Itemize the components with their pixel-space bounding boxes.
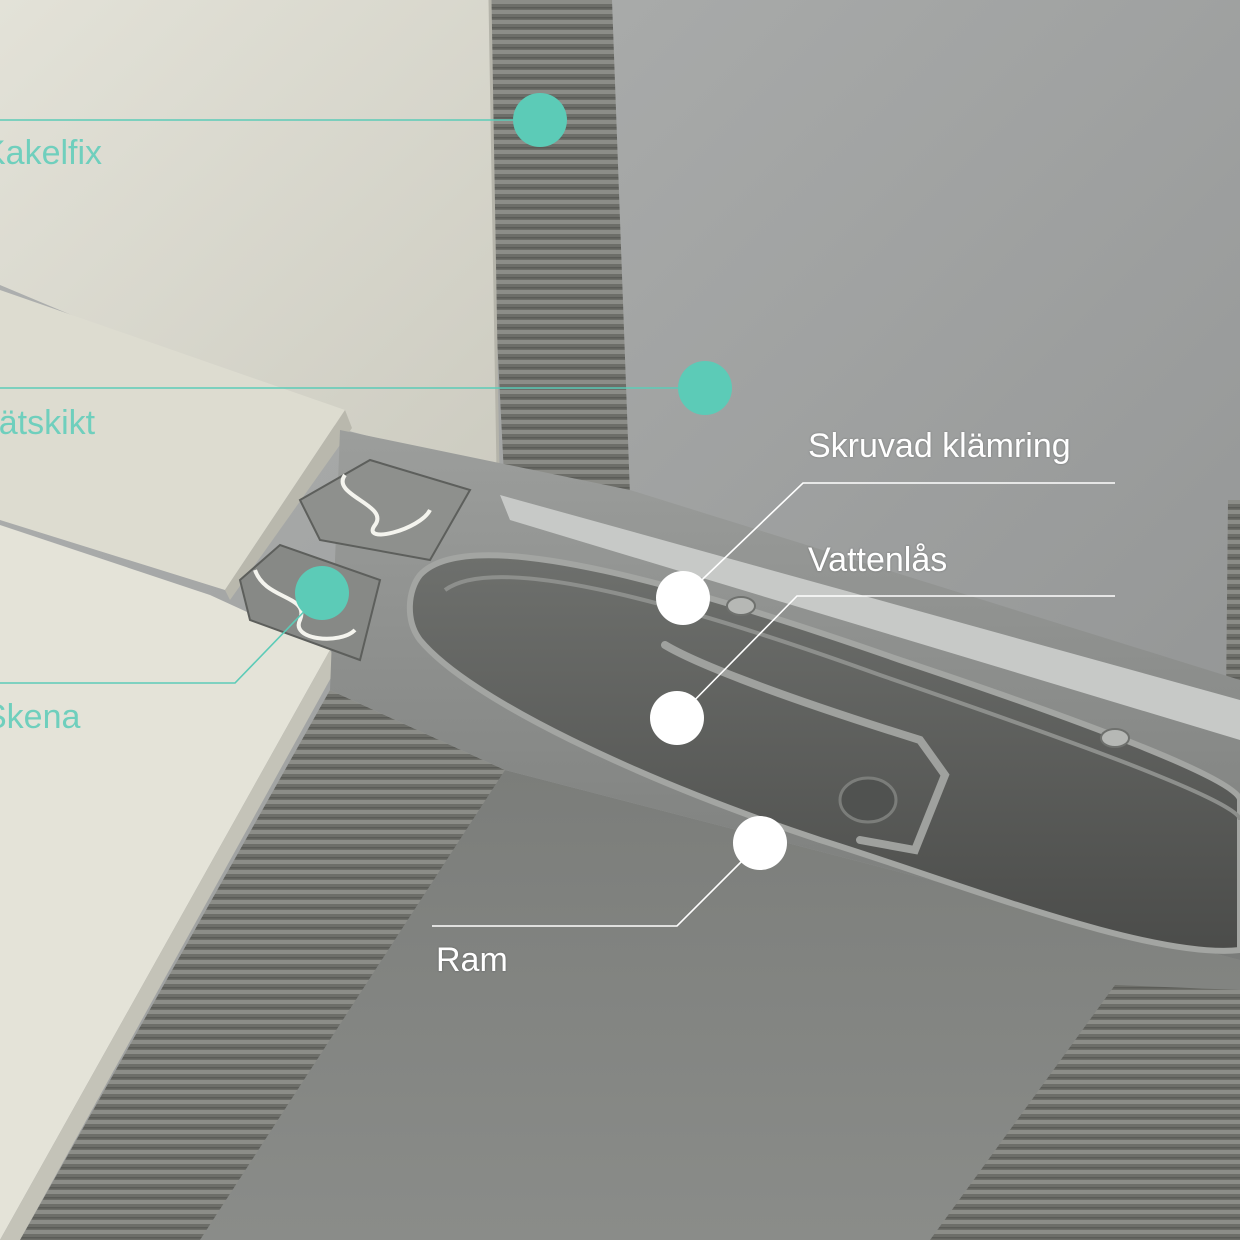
screw-1 xyxy=(726,596,756,616)
vattenlas-marker-dot[interactable] xyxy=(650,691,704,745)
wall-tile-middle xyxy=(0,290,345,590)
skruvad-klamring-label: Skruvad klämring xyxy=(808,427,1071,465)
wall-tile-upper xyxy=(0,0,498,470)
tatskikt-label: Tätskikt xyxy=(0,404,96,442)
skena-marker-dot[interactable] xyxy=(295,566,349,620)
mortar-strip-floor-left xyxy=(20,690,505,1240)
water-trap-handle xyxy=(661,641,950,855)
tatskikt-marker-dot[interactable] xyxy=(678,361,732,415)
leader-skena xyxy=(0,592,323,684)
kakelfix-marker-dot[interactable] xyxy=(513,93,567,147)
leader-vattenlas xyxy=(676,595,1115,719)
water-trap-knob xyxy=(838,776,898,824)
vattenlas-label: Vattenlås xyxy=(808,541,948,579)
leader-skruvad-klamring xyxy=(682,482,1115,599)
ram-label: Ram xyxy=(436,941,508,979)
floor-membrane xyxy=(200,770,1240,1240)
mortar-strip-vertical xyxy=(480,0,630,495)
skena-label: Skena xyxy=(0,698,81,736)
wall-tile-lower xyxy=(0,525,330,1240)
skruvad-klamring-marker-dot[interactable] xyxy=(656,571,710,625)
kakelfix-label: Kakelfix xyxy=(0,134,103,172)
mortar-strip-right xyxy=(1226,500,1240,700)
leader-ram xyxy=(432,842,761,927)
ram-marker-dot[interactable] xyxy=(733,816,787,870)
leader-lines xyxy=(0,119,1115,927)
mortar-strip-floor-right xyxy=(930,985,1240,1240)
screw-2 xyxy=(1100,728,1130,748)
